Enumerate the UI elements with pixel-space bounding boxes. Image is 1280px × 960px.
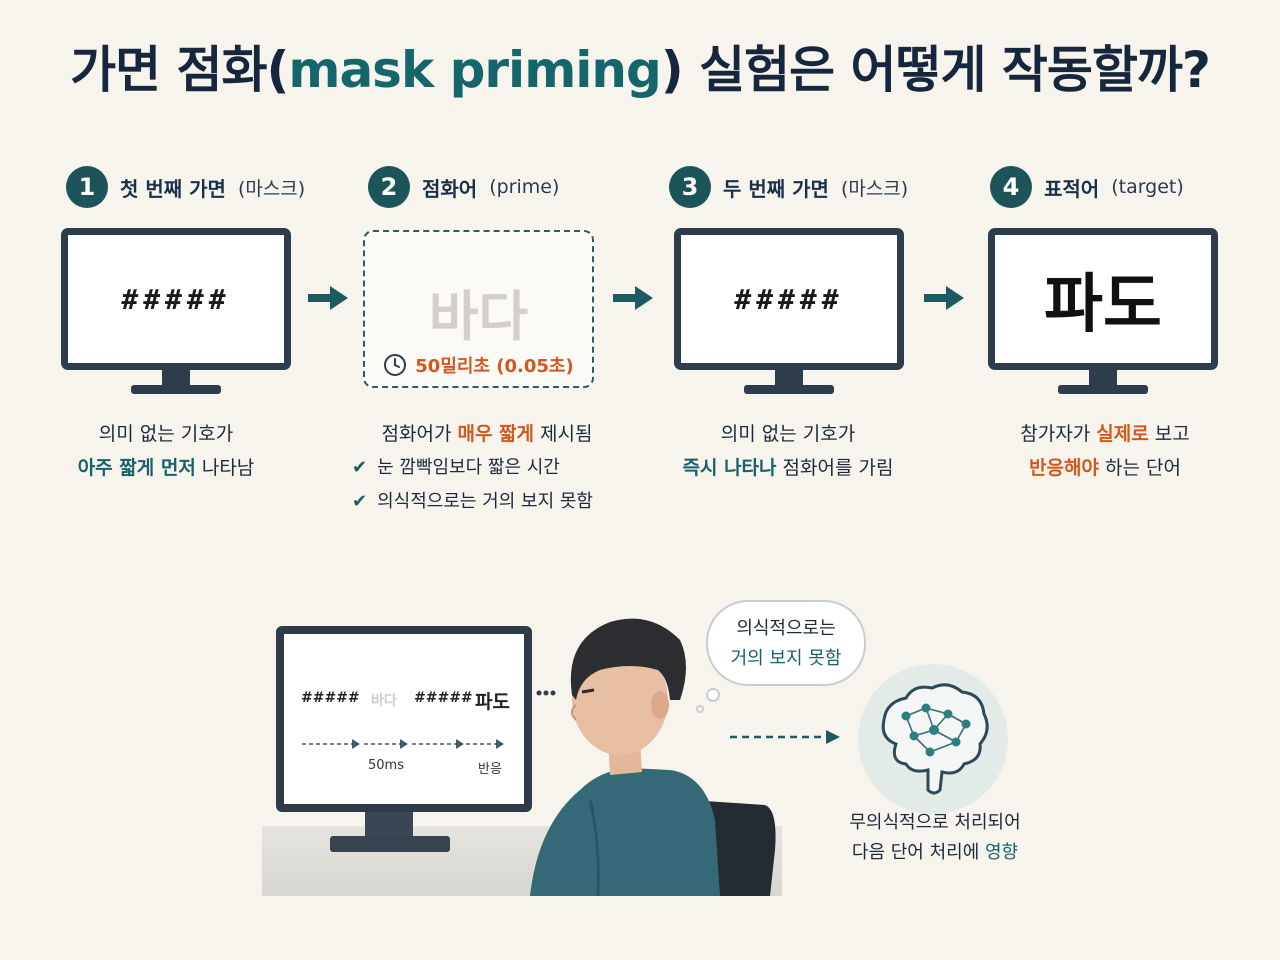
step-1-caption-line1: 의미 없는 기호가 [98, 423, 234, 445]
prime-display: 바다 50밀리초 (0.05초) [363, 230, 594, 388]
prime-word: 바다 [428, 285, 529, 348]
arrow-right-icon [613, 286, 653, 310]
step-3-monitor: ##### [674, 228, 904, 398]
mask-symbols: ##### [121, 282, 231, 316]
thought-line1: 의식적으로는 [736, 618, 836, 639]
step-2-number: 2 [368, 166, 410, 208]
thought-dot [696, 705, 704, 713]
response-label: 반응 [478, 762, 502, 777]
step-3-caption-line1: 의미 없는 기호가 [720, 423, 856, 445]
gaze-dots [536, 690, 556, 696]
sequence-mask-2: ##### [414, 690, 473, 706]
arrow-right-icon [308, 286, 348, 310]
step-1-caption-rest: 나타남 [195, 457, 255, 479]
prime-time-label: 50ms [368, 758, 404, 773]
title-part2: ) 실험은 어떻게 작동할까? [660, 41, 1211, 99]
step-4-caption-a: 참가자가 [1020, 423, 1097, 445]
step-4-caption-emphasis: 실제로 [1096, 423, 1149, 445]
brain-caption-line2: 다음 단어 처리에 [851, 842, 985, 863]
step-1-sub: (마스크) [237, 177, 306, 200]
dashed-arrow-icon [730, 730, 840, 744]
scene-monitor [276, 626, 532, 812]
step-4-label: 표적어 [1044, 176, 1100, 201]
brain-caption: 무의식적으로 처리되어 다음 단어 처리에 영향 [815, 808, 1055, 868]
step-2-caption-emphasis: 매우 짧게 [457, 423, 535, 445]
step-4-number: 4 [990, 166, 1032, 208]
step-4-caption: 참가자가 실제로 보고 반응해야 하는 단어 [995, 417, 1215, 485]
prime-duration-label: 50밀리초 (0.05초) [415, 356, 574, 377]
step-1-monitor: ##### [61, 228, 291, 398]
brain-icon [881, 683, 989, 795]
sequence-arrows [302, 739, 504, 749]
sequence-prime: 바다 [371, 693, 397, 709]
step-3-label: 두 번째 가면 [723, 176, 829, 201]
brain-caption-emphasis: 영향 [984, 842, 1019, 863]
monitor-stand [365, 812, 413, 840]
step-1-caption-emphasis: 아주 짧게 먼저 [77, 457, 196, 479]
step-3-caption: 의미 없는 기호가 즉시 나타나 점화어를 가림 [668, 417, 908, 485]
check-item: ✔ 눈 깜빡임보다 짧은 시간 [352, 451, 622, 485]
monitor-base [330, 836, 450, 852]
step-1-caption: 의미 없는 기호가 아주 짧게 먼저 나타남 [66, 417, 266, 485]
step-3-header: 3 두 번째 가면 (마스크) [669, 166, 909, 208]
page-title: 가면 점화(mask priming) 실험은 어떻게 작동할까? [0, 30, 1280, 102]
participant-illustration [530, 618, 776, 896]
step-2-header: 2 점화어 (prime) [368, 166, 560, 208]
step-1-label: 첫 번째 가면 [120, 176, 226, 201]
thought-bubble: 의식적으로는 거의 보지 못함 [706, 600, 866, 686]
title-part1: 가면 점화( [70, 41, 289, 99]
step-4-monitor: 파도 [988, 228, 1218, 398]
step-1-number: 1 [66, 166, 108, 208]
prime-duration: 50밀리초 (0.05초) [365, 352, 592, 378]
step-2-caption: 점화어가 매우 짧게 제시됨 ✔ 눈 깜빡임보다 짧은 시간 ✔ 의식적으로는 거의… [352, 417, 622, 519]
check-icon: ✔ [352, 491, 368, 512]
step-2-caption-b: 제시됨 [534, 423, 593, 445]
step-4-caption-b: 보고 [1148, 423, 1190, 445]
clock-icon [384, 354, 407, 376]
brain-caption-line1: 무의식적으로 처리되어 [849, 812, 1021, 833]
target-word: 파도 [1044, 268, 1162, 342]
check-item: ✔ 의식적으로는 거의 보지 못함 [352, 485, 622, 519]
title-accent: mask priming [288, 41, 661, 99]
step-4-caption-emphasis-2: 반응해야 [1029, 457, 1099, 479]
thought-line2: 거의 보지 못함 [730, 648, 842, 669]
check-item-text: 의식적으로는 거의 보지 못함 [377, 491, 593, 512]
step-3-number: 3 [669, 166, 711, 208]
arrow-right-icon [924, 286, 964, 310]
step-3-caption-rest: 점화어를 가림 [776, 457, 894, 479]
step-2-caption-a: 점화어가 [381, 423, 458, 445]
step-3-sub: (마스크) [840, 177, 909, 200]
step-4-sub: (target) [1111, 176, 1184, 198]
step-2-sub: (prime) [489, 176, 560, 198]
step-3-caption-emphasis: 즉시 나타나 [682, 457, 777, 479]
sequence-mask-1: ##### [301, 690, 360, 706]
step-1-header: 1 첫 번째 가면 (마스크) [66, 166, 306, 208]
sequence-target: 파도 [475, 691, 510, 713]
step-2-label: 점화어 [422, 176, 478, 201]
thought-dot [706, 688, 720, 702]
check-icon: ✔ [352, 457, 368, 478]
check-item-text: 눈 깜빡임보다 짧은 시간 [377, 457, 560, 478]
step-4-caption-rest: 하는 단어 [1098, 457, 1181, 479]
mask-symbols: ##### [734, 282, 844, 316]
step-4-header: 4 표적어 (target) [990, 166, 1184, 208]
